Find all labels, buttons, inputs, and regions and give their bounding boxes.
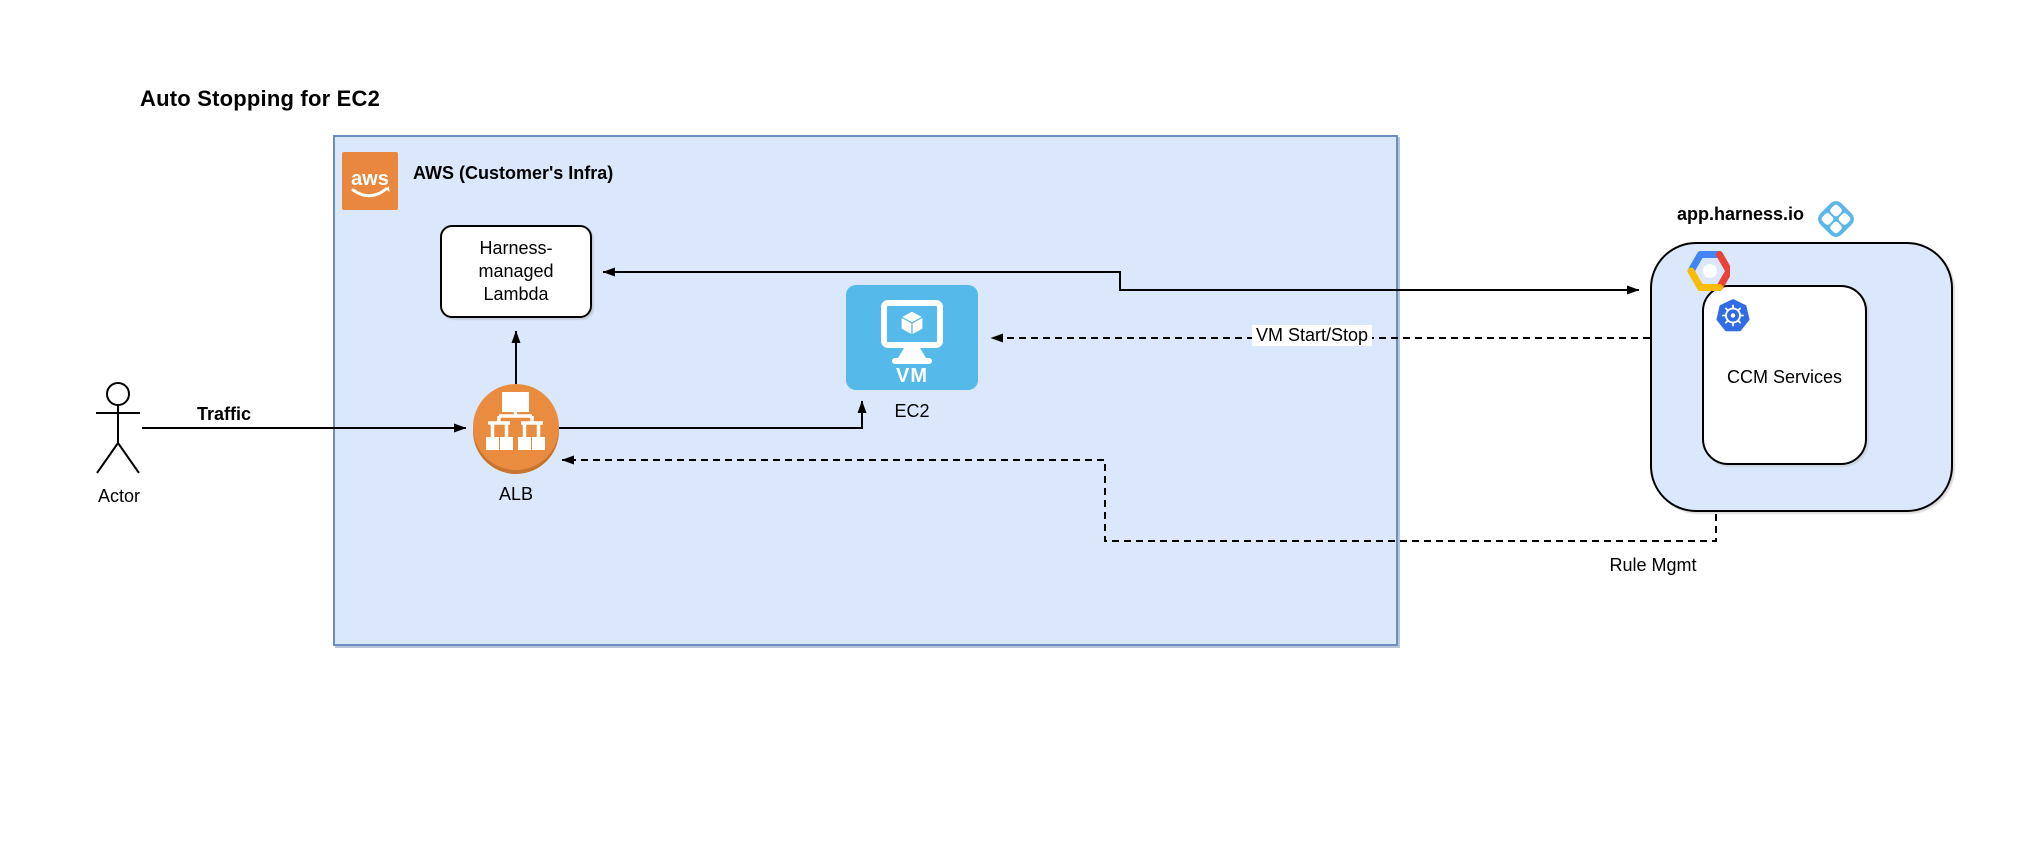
vm-start-stop-edge-label: VM Start/Stop — [1252, 325, 1372, 346]
rule-mgmt-edge-label: Rule Mgmt — [1602, 555, 1704, 576]
kubernetes-logo-icon — [1716, 299, 1750, 332]
vm-monitor-icon: VM — [881, 300, 943, 387]
harness-site-label: app.harness.io — [1676, 204, 1804, 224]
lambda-label-line2: Lambda — [483, 284, 549, 304]
diagram-title: Auto Stopping for EC2 — [140, 86, 381, 111]
ccm-services-label: CCM Services — [1726, 367, 1842, 387]
harness-logo-icon — [1818, 201, 1854, 237]
traffic-edge-label: Traffic — [196, 404, 252, 424]
actor-figure-icon — [96, 382, 140, 474]
lambda-label-line1: Harness-managed — [478, 238, 554, 281]
actor-node-label: Actor — [97, 486, 140, 506]
gcp-logo-icon — [1687, 251, 1730, 291]
lambda-node: Harness-managed Lambda — [440, 225, 592, 318]
aws-infra-label: AWS (Customer's Infra) — [413, 163, 614, 183]
aws-logo-text: aws — [351, 168, 389, 190]
vm-text: VM — [896, 365, 928, 387]
ec2-node-label: EC2 — [894, 401, 930, 421]
aws-logo-icon: aws — [342, 152, 398, 210]
alb-node-icon — [473, 384, 559, 474]
alb-node-label: ALB — [498, 484, 534, 504]
